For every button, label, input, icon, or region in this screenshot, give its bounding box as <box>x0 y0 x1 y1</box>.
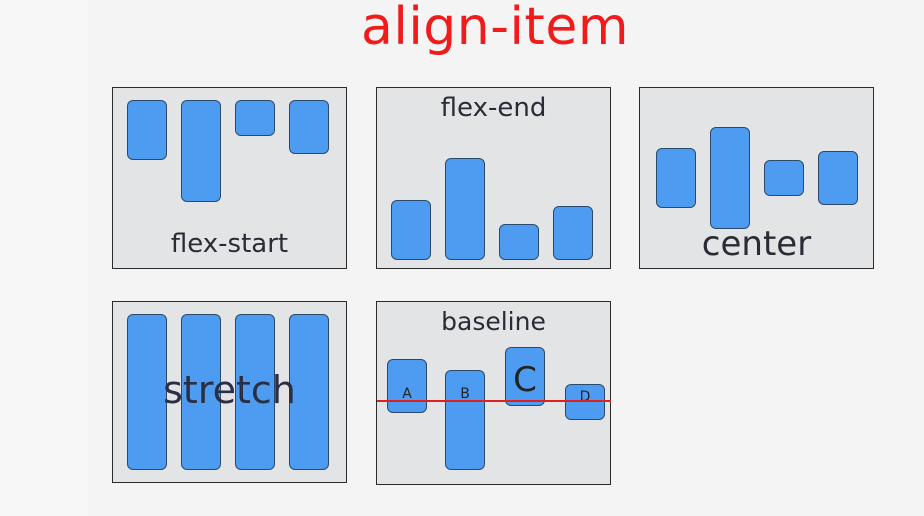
flex-item-4 <box>289 314 329 470</box>
flex-item-4 <box>289 100 329 154</box>
panel-center: center <box>639 87 874 269</box>
baseline-item-b: B <box>445 370 485 470</box>
flex-item-2 <box>181 314 221 470</box>
panel-label-flex-end: flex-end <box>440 93 547 123</box>
panel-label-baseline: baseline <box>441 307 546 336</box>
baseline-item-c: C <box>505 347 545 406</box>
baseline-item-b-label: B <box>460 386 470 402</box>
flex-item-1 <box>127 314 167 470</box>
flex-item-4 <box>553 206 593 260</box>
panel-stretch: stretch <box>112 301 347 483</box>
baseline-item-d: D <box>565 384 605 420</box>
flex-item-3 <box>235 314 275 470</box>
panel-flex-end: flex-end <box>376 87 611 269</box>
panel-label-flex-start: flex-start <box>170 229 289 259</box>
panel-label-center: center <box>701 224 812 264</box>
flex-item-1 <box>127 100 167 160</box>
flex-item-2 <box>710 127 750 229</box>
flex-item-1 <box>656 148 696 208</box>
baseline-line <box>377 400 611 402</box>
baseline-item-d-label: D <box>579 389 591 405</box>
left-margin-strip <box>0 0 88 516</box>
flex-item-3 <box>235 100 275 136</box>
panel-flex-start: flex-start <box>112 87 347 269</box>
baseline-item-a-label: A <box>402 386 412 402</box>
flex-item-2 <box>181 100 221 202</box>
flex-item-4 <box>818 151 858 205</box>
baseline-item-a: A <box>387 359 427 413</box>
flex-item-1 <box>391 200 431 260</box>
flex-item-3 <box>764 160 804 196</box>
page-title: align-item <box>361 0 629 57</box>
panel-baseline: baseline A B C D <box>376 301 611 485</box>
flex-item-2 <box>445 158 485 260</box>
panel-label-stretch: stretch <box>163 368 296 412</box>
flex-item-3 <box>499 224 539 260</box>
baseline-item-c-label: C <box>513 360 537 400</box>
